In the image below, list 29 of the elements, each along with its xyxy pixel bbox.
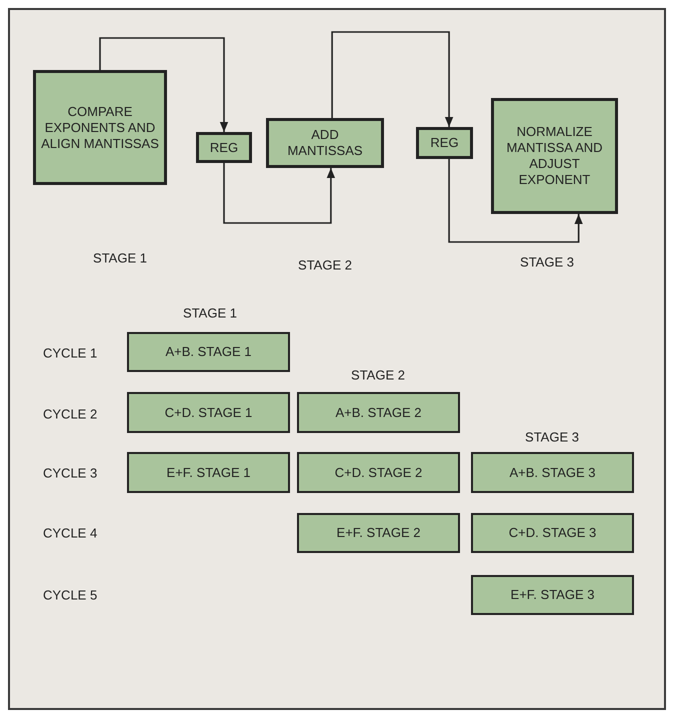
stage-label: STAGE 3 — [520, 254, 574, 270]
pipeline-cell: E+F. STAGE 3 — [471, 575, 634, 615]
arrow — [331, 31, 454, 127]
pipeline-cell: C+D. STAGE 3 — [471, 513, 634, 553]
pipeline-cell: A+B. STAGE 1 — [127, 332, 290, 372]
row-label: CYCLE 2 — [43, 406, 98, 422]
stage-label: STAGE 2 — [298, 258, 352, 272]
pipeline-cell: E+F. STAGE 1 — [127, 452, 290, 493]
pipeline-cell: E+F. STAGE 2 — [297, 513, 460, 553]
stage-box: COMPARE EXPONENTS AND ALIGN MANTISSAS — [33, 70, 167, 185]
arrow — [448, 159, 583, 243]
column-heading: STAGE 3 — [525, 430, 579, 444]
arrow — [223, 163, 336, 224]
column-heading: STAGE 2 — [351, 368, 405, 382]
pipeline-cell: A+B. STAGE 3 — [471, 452, 634, 493]
row-label: CYCLE 4 — [43, 526, 98, 540]
column-heading: STAGE 1 — [183, 306, 237, 320]
register-box: REG — [196, 132, 252, 163]
stage-box: NORMALIZE MANTISSA AND ADJUST EXPONENT — [491, 98, 618, 214]
row-label: CYCLE 3 — [43, 466, 98, 480]
register-box: REG — [416, 127, 473, 159]
arrow — [99, 37, 228, 132]
pipeline-cell: C+D. STAGE 1 — [127, 392, 290, 433]
row-label: CYCLE 5 — [43, 588, 98, 602]
stage-label: STAGE 1 — [93, 250, 147, 266]
pipeline-cell: C+D. STAGE 2 — [297, 452, 460, 493]
pipeline-cell: A+B. STAGE 2 — [297, 392, 460, 433]
stage-box: ADD MANTISSAS — [266, 118, 384, 168]
row-label: CYCLE 1 — [43, 346, 98, 360]
